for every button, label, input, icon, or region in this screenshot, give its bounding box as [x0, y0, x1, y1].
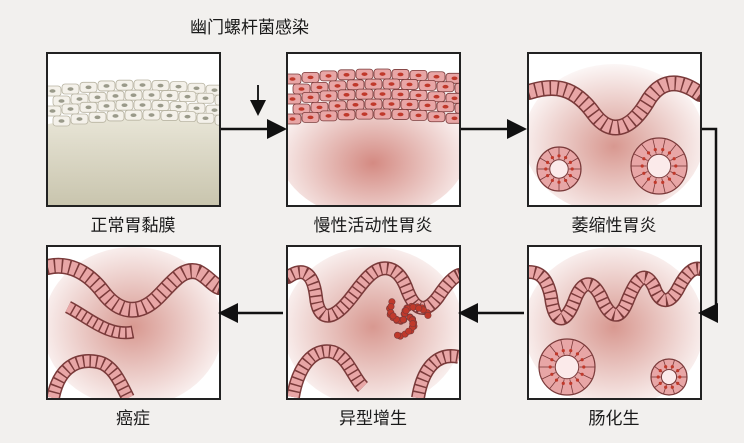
arrow-atrophic-to-metaplasia — [702, 129, 716, 313]
